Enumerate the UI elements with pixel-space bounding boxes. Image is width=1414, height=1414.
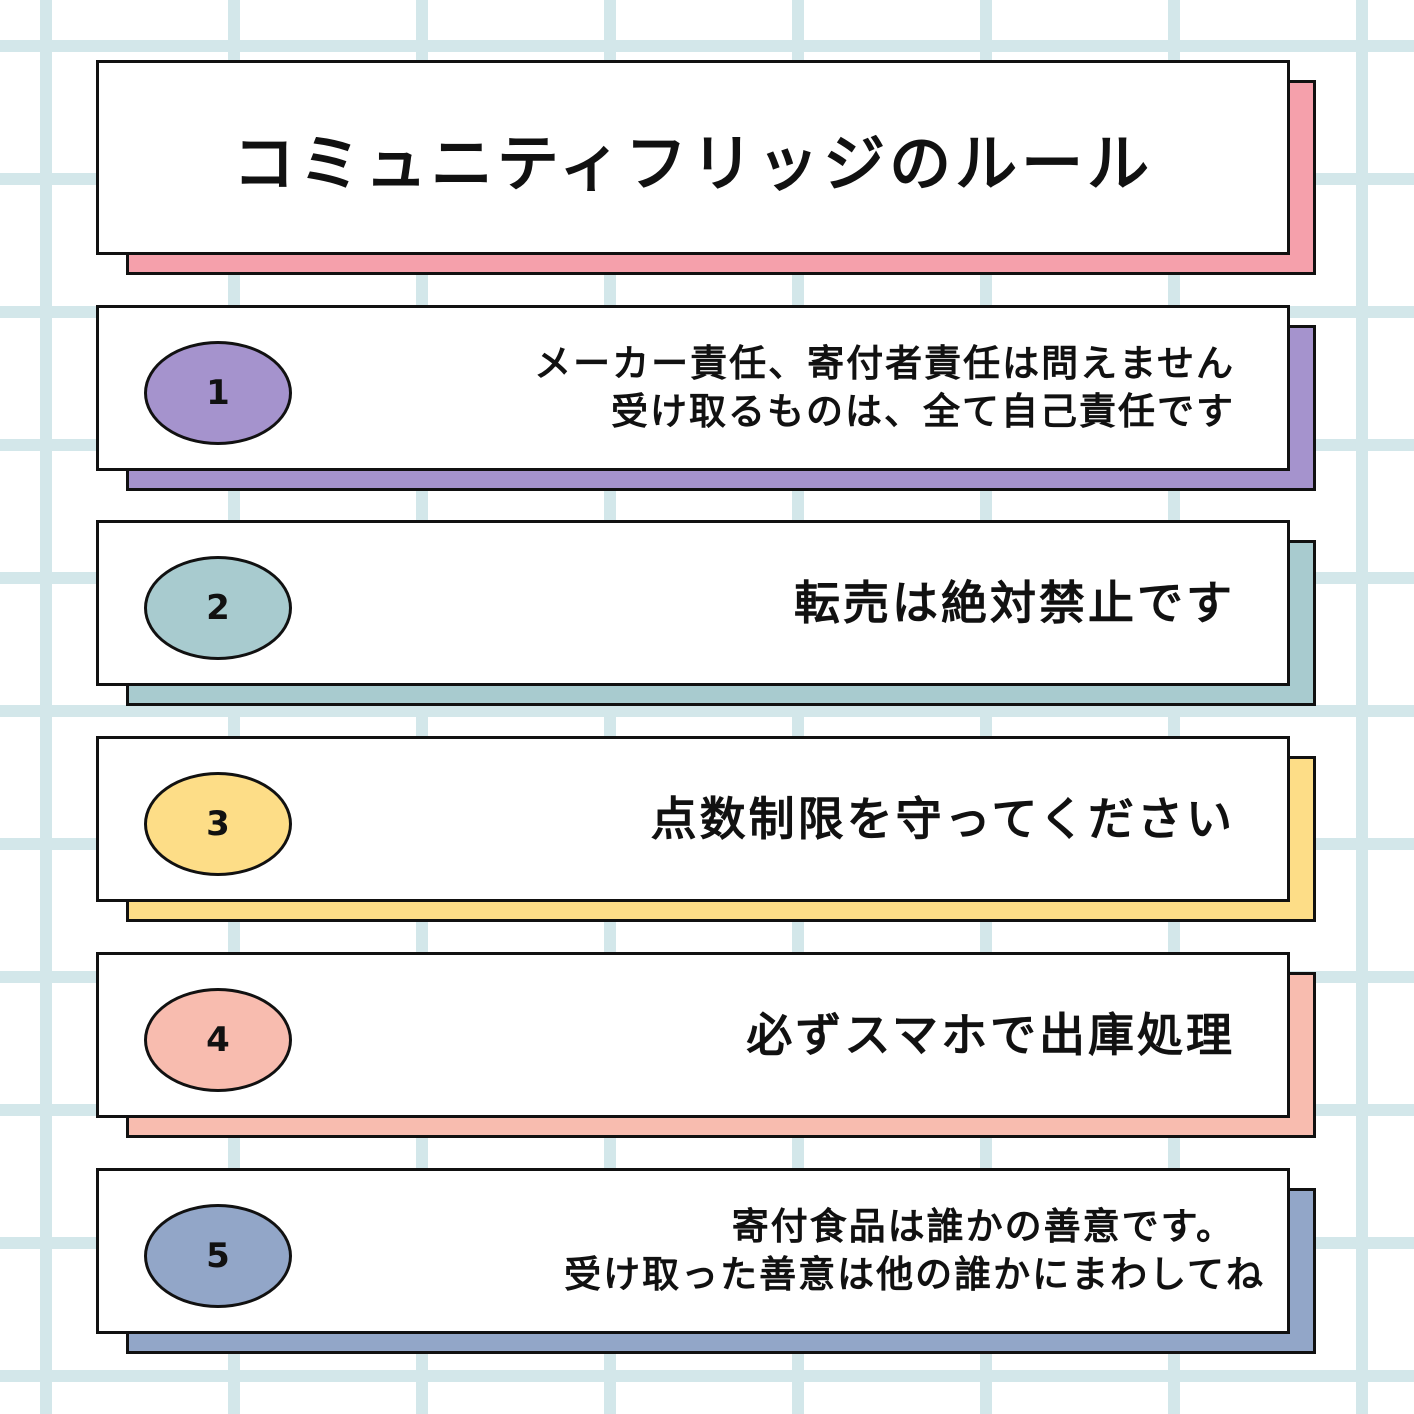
- rule-card-4-face: 4 必ずスマホで出庫処理: [96, 952, 1290, 1118]
- rule-text-line: 点数制限を守ってください: [650, 792, 1235, 846]
- rule-card-3-face: 3 点数制限を守ってください: [96, 736, 1290, 902]
- rule-card-2: 2 転売は絶対禁止です: [96, 520, 1316, 706]
- rule-text: 転売は絶対禁止です: [335, 523, 1235, 683]
- rule-card-5: 5 寄付食品は誰かの善意です。 受け取った善意は他の誰かにまわしてね: [96, 1168, 1316, 1354]
- rule-number-badge: 2: [144, 556, 292, 660]
- title-card: コミュニティフリッジのルール: [96, 60, 1316, 275]
- rule-text-line: 受け取るものは、全て自己責任です: [611, 390, 1235, 433]
- rule-text-line: メーカー責任、寄付者責任は問えません: [534, 342, 1235, 385]
- rule-card-4: 4 必ずスマホで出庫処理: [96, 952, 1316, 1138]
- rule-card-1-face: 1 メーカー責任、寄付者責任は問えません 受け取るものは、全て自己責任です: [96, 305, 1290, 471]
- rule-text-line: 必ずスマホで出庫処理: [746, 1008, 1235, 1062]
- rule-text-line: 寄付食品は誰かの善意です。: [731, 1205, 1235, 1248]
- rule-text: 必ずスマホで出庫処理: [335, 955, 1235, 1115]
- rule-text: メーカー責任、寄付者責任は問えません 受け取るものは、全て自己責任です: [335, 308, 1235, 468]
- rule-number-badge: 1: [144, 341, 292, 445]
- rule-number-badge: 4: [144, 988, 292, 1092]
- rule-number-badge: 3: [144, 772, 292, 876]
- rule-card-1: 1 メーカー責任、寄付者責任は問えません 受け取るものは、全て自己責任です: [96, 305, 1316, 491]
- rule-text: 寄付食品は誰かの善意です。 受け取った善意は他の誰かにまわしてね: [265, 1171, 1265, 1331]
- rule-text-line: 転売は絶対禁止です: [794, 576, 1235, 630]
- title-card-face: コミュニティフリッジのルール: [96, 60, 1290, 255]
- rule-card-2-face: 2 転売は絶対禁止です: [96, 520, 1290, 686]
- rule-number-badge: 5: [144, 1204, 292, 1308]
- rule-card-5-face: 5 寄付食品は誰かの善意です。 受け取った善意は他の誰かにまわしてね: [96, 1168, 1290, 1334]
- rule-text: 点数制限を守ってください: [335, 739, 1235, 899]
- rule-text-line: 受け取った善意は他の誰かにまわしてね: [564, 1253, 1265, 1296]
- rule-card-3: 3 点数制限を守ってください: [96, 736, 1316, 922]
- page-title: コミュニティフリッジのルール: [232, 126, 1154, 200]
